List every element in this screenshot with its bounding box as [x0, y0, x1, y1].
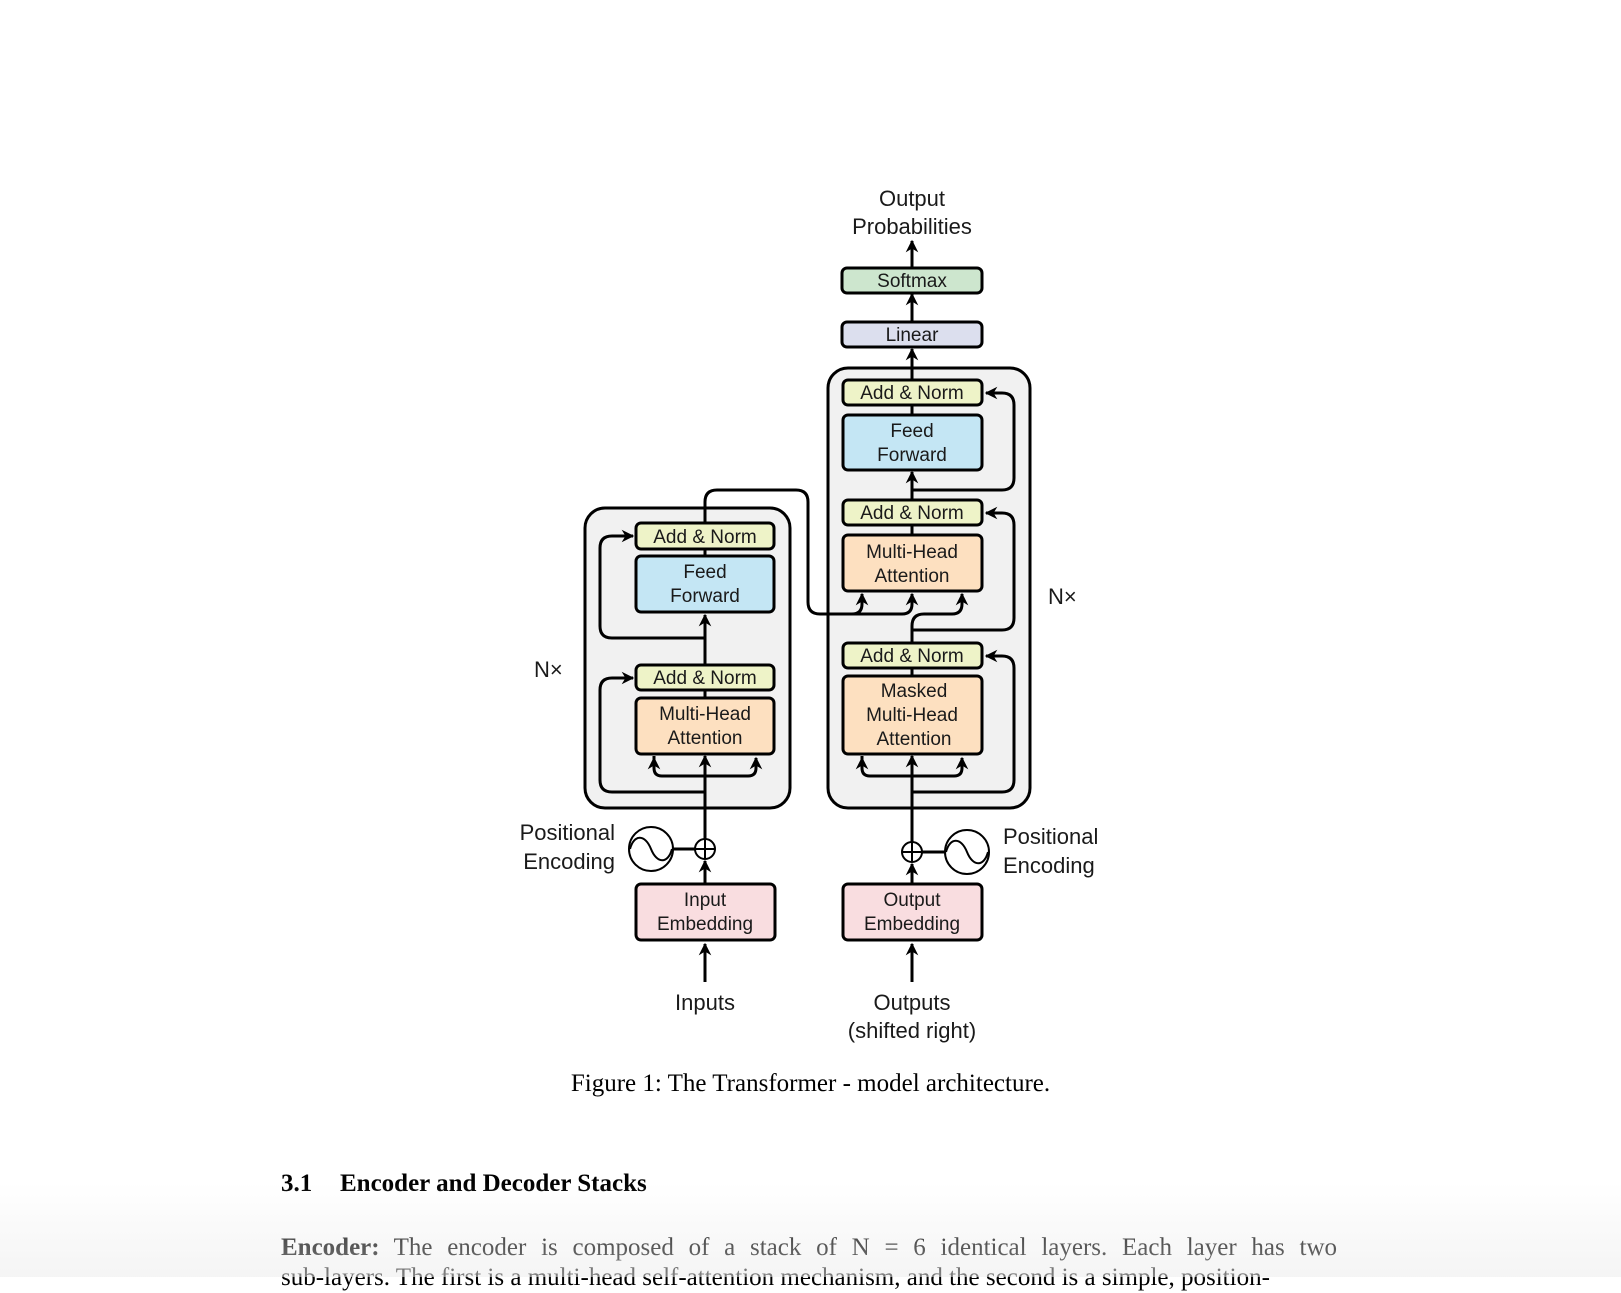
output-embedding-label-line1: Output	[883, 890, 941, 911]
masked-attention-label-line3: Attention	[877, 729, 952, 750]
decoder-add-norm-top: Add & Norm	[841, 378, 984, 407]
encoder-layer-block	[583, 506, 792, 810]
output-probabilities-label-line2: Probabilities	[852, 214, 972, 239]
encoder-repeat-label: N×	[534, 657, 563, 682]
encoder-add-norm-bottom-label: Add & Norm	[653, 668, 756, 689]
decoder-repeat-label: N×	[1048, 584, 1077, 609]
encoder-residual-1	[598, 671, 705, 794]
decoder-attention-label-line1: Multi-Head	[866, 542, 958, 563]
encoder-feed-forward-label-line1: Feed	[683, 562, 726, 583]
encoder-paragraph-line1: Encoder: The encoder is composed of a sta…	[281, 1233, 1337, 1263]
masked-attention-label-line1: Masked	[881, 681, 948, 702]
decoder-positional-encoding-label-line2: Encoding	[1003, 853, 1095, 878]
decoder-positional-encoding-label-line1: Positional	[1003, 824, 1098, 849]
encoder-positional-encoding-label-line2: Encoding	[523, 849, 615, 874]
decoder-add-norm-top-label: Add & Norm	[860, 383, 963, 404]
decoder-positional-encoding	[901, 829, 990, 875]
encoder-attention-qkv-wire	[652, 756, 763, 778]
encoder-add-norm-top: Add & Norm	[634, 521, 776, 551]
decoder-masked-qkv-wire	[860, 756, 969, 778]
transformer-architecture-diagram: Softmax Linear Output Probabilities Add …	[520, 186, 1099, 1043]
output-embedding-label-line2: Embedding	[864, 914, 960, 935]
linear-block: Linear	[840, 320, 984, 349]
encoder-to-decoder-value-wire	[850, 592, 919, 616]
outputs-label-line1: Outputs	[873, 990, 950, 1015]
encoder-attention-label-line1: Multi-Head	[659, 704, 751, 725]
decoder-feed-forward-label-line2: Forward	[877, 445, 947, 466]
decoder-add-norm-bottom-label: Add & Norm	[860, 646, 963, 667]
decoder-residual-2	[912, 506, 1016, 632]
decoder-attention-label-line2: Attention	[875, 566, 950, 587]
encoder-add-norm-top-label: Add & Norm	[653, 527, 756, 548]
encoder-positional-encoding-label-line1: Positional	[520, 820, 615, 845]
encoder-multi-head-attention: Multi-Head Attention	[634, 696, 776, 756]
paragraph-lead: Encoder:	[281, 1234, 380, 1261]
section-title: Encoder and Decoder Stacks	[340, 1170, 647, 1197]
decoder-feed-forward: Feed Forward	[841, 413, 984, 472]
decoder-add-norm-mid: Add & Norm	[841, 498, 984, 527]
decoder-multi-head-attention: Multi-Head Attention	[841, 533, 984, 593]
decoder-add-norm-mid-label: Add & Norm	[860, 503, 963, 524]
encoder-residual-2	[598, 529, 705, 640]
encoder-paragraph-line2: sub-layers. The first is a multi-head se…	[281, 1264, 1270, 1291]
output-embedding-block: Output Embedding	[841, 882, 984, 942]
input-embedding-label-line2: Embedding	[657, 914, 753, 935]
section-number: 3.1	[281, 1170, 313, 1197]
decoder-residual-3	[912, 386, 1016, 492]
figure-caption: Figure 1: The Transformer - model archit…	[570, 1070, 1051, 1097]
encoder-attention-label-line2: Attention	[668, 728, 743, 749]
input-embedding-label-line1: Input	[684, 890, 727, 911]
decoder-residual-1	[912, 649, 1016, 794]
decoder-feed-forward-label-line1: Feed	[890, 421, 933, 442]
softmax-block: Softmax	[840, 266, 984, 295]
encoder-feed-forward-label-line2: Forward	[670, 586, 740, 607]
decoder-add-norm-bottom: Add & Norm	[841, 641, 984, 670]
input-embedding-block: Input Embedding	[634, 882, 777, 942]
masked-attention-label-line2: Multi-Head	[866, 705, 958, 726]
outputs-label-line2: (shifted right)	[848, 1018, 976, 1043]
decoder-addnorm-to-cross-attn	[910, 592, 969, 643]
inputs-label: Inputs	[675, 990, 735, 1015]
softmax-label: Softmax	[877, 271, 947, 292]
decoder-masked-multi-head-attention: Masked Multi-Head Attention	[841, 674, 984, 756]
encoder-feed-forward: Feed Forward	[634, 554, 776, 614]
linear-label: Linear	[886, 325, 939, 346]
output-probabilities-label-line1: Output	[879, 186, 945, 211]
encoder-add-norm-bottom: Add & Norm	[634, 663, 776, 692]
encoder-positional-encoding	[628, 826, 716, 872]
paragraph-line1-text: The encoder is composed of a stack of N …	[393, 1234, 1337, 1261]
section-heading: 3.1 Encoder and Decoder Stacks	[281, 1170, 647, 1198]
